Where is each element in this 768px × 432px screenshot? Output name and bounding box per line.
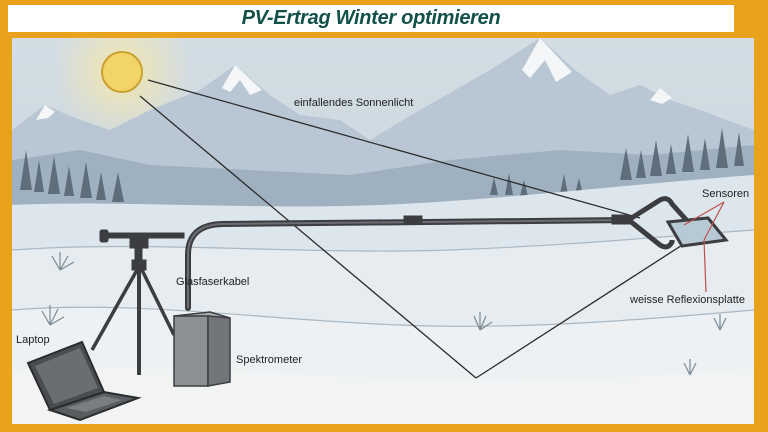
- laptop-icon: [26, 340, 142, 422]
- tripod-icon: [90, 229, 185, 375]
- trees: [20, 128, 744, 202]
- label-sunlight: einfallendes Sonnenlicht: [294, 97, 414, 109]
- scene-svg: [12, 38, 754, 424]
- page-title: PV-Ertrag Winter optimieren: [241, 7, 501, 29]
- label-fiber-cable: Glasfaserkabel: [176, 276, 250, 288]
- boom-arm: [185, 214, 633, 311]
- sun-icon: [101, 51, 143, 93]
- label-pointers: [683, 201, 725, 293]
- label-spectrometer: Spektrometer: [236, 354, 303, 366]
- spectrometer-icon: [173, 311, 231, 387]
- label-reflection-plate: weisse Reflexionsplatte: [630, 294, 745, 306]
- label-sensors: Sensoren: [702, 188, 750, 200]
- illustration: einfallendes Sonnenlicht Sensoren weisse…: [12, 38, 754, 424]
- shrubs: [41, 252, 727, 376]
- sunlight-rays: [139, 79, 691, 379]
- title-bar: PV-Ertrag Winter optimieren: [8, 5, 734, 32]
- label-laptop: Laptop: [16, 334, 50, 346]
